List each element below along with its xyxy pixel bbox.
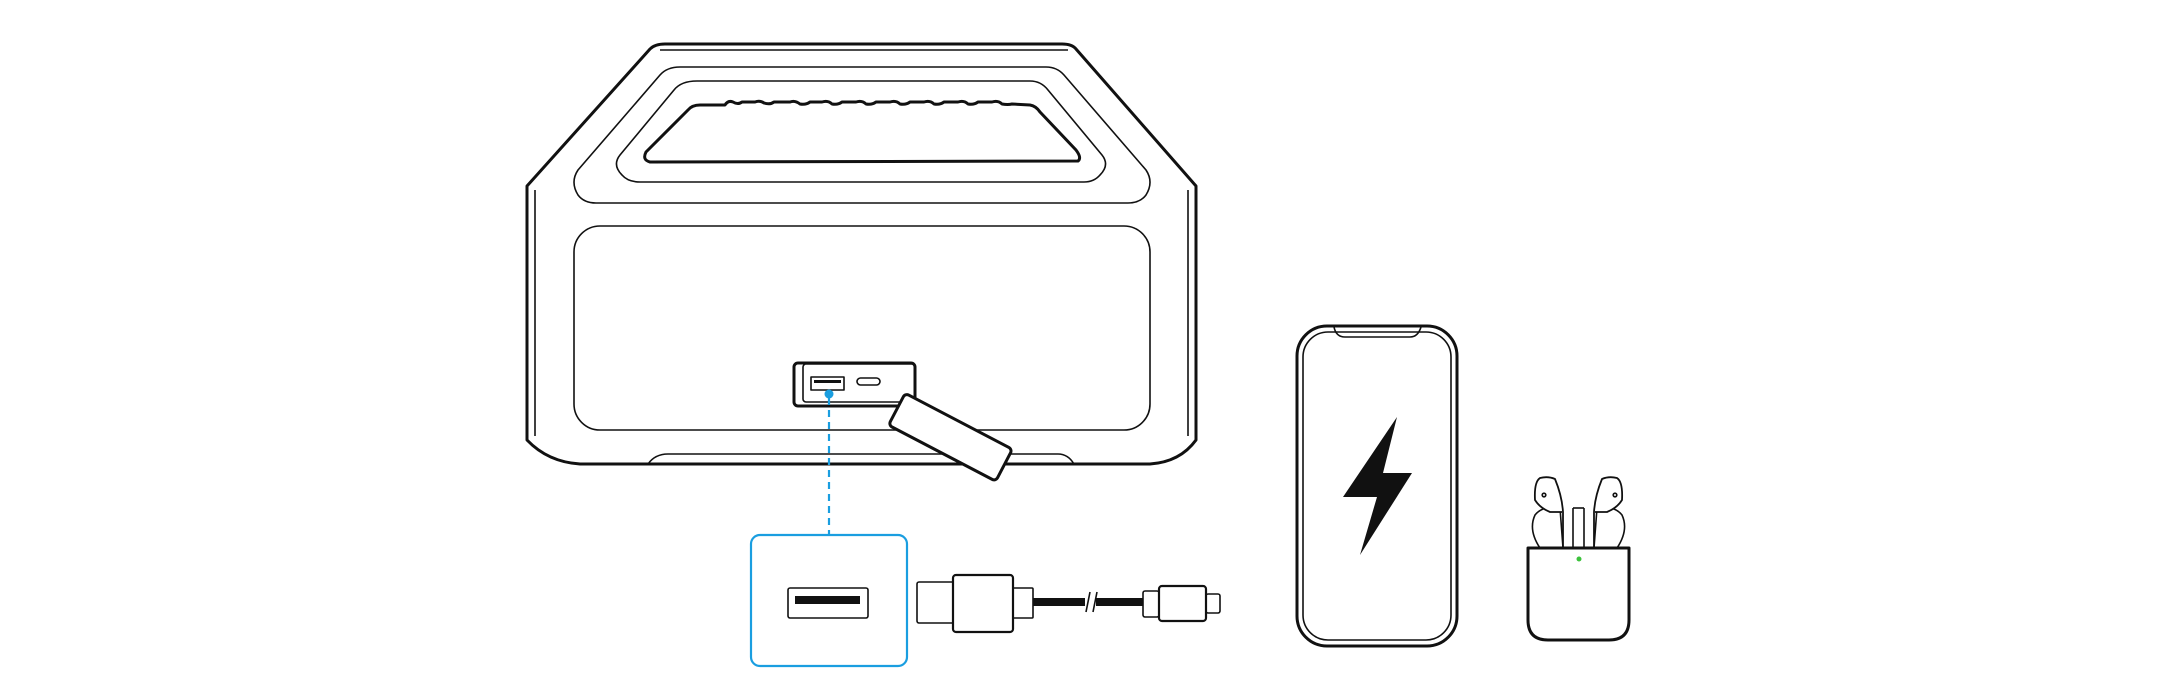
- grip-cutout: [643, 99, 1082, 164]
- handle: [573, 66, 1151, 204]
- usb-a-port-enlarged: [787, 587, 869, 619]
- right-earbud: [1593, 476, 1624, 548]
- lightning-bolt-icon: [1343, 417, 1412, 555]
- phone-notch: [1333, 326, 1422, 338]
- speaker-foot: [647, 453, 1075, 465]
- earbuds-case: [1526, 476, 1631, 642]
- led-indicator: [1576, 556, 1582, 562]
- speaker-device: [525, 42, 1198, 482]
- port-cover-flap: [888, 393, 1013, 482]
- usb-c-plug-tip: [1205, 593, 1221, 614]
- usb-a-plug-body: [951, 573, 1015, 634]
- callout-dot: [824, 389, 834, 399]
- left-earbud: [1533, 476, 1564, 548]
- front-grille: [573, 225, 1151, 431]
- port-panel: [792, 361, 917, 408]
- usb-c-port: [856, 377, 881, 386]
- usb-a-plug-tip: [916, 581, 955, 624]
- smartphone: [1295, 324, 1459, 648]
- usb-c-plug-body: [1157, 584, 1208, 623]
- cable-wire: [1033, 598, 1085, 606]
- usb-a-port: [810, 376, 845, 391]
- usb-cable: [916, 573, 1221, 634]
- usb-a-callout: [749, 389, 909, 668]
- usb-a-port-tongue: [814, 380, 841, 383]
